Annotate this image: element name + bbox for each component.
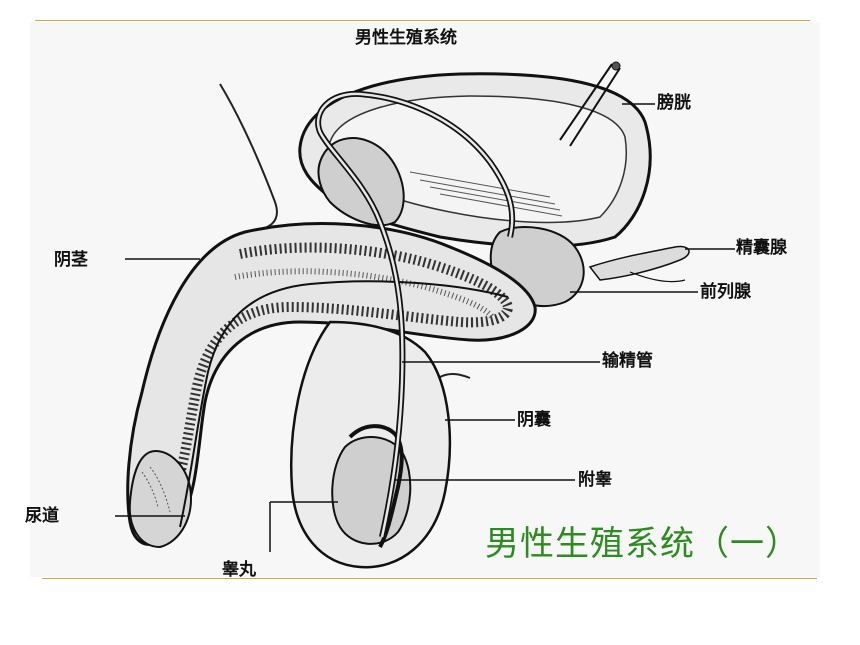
- label-seminal-vesicle: 精囊腺: [736, 238, 787, 258]
- label-testis: 睾丸: [222, 560, 256, 580]
- label-penis: 阴茎: [54, 250, 88, 270]
- ureter-tube: [559, 63, 621, 147]
- slide-title: 男性生殖系统（一）: [485, 524, 800, 564]
- glans-shape: [128, 450, 192, 549]
- label-scrotum: 阴囊: [517, 410, 551, 430]
- label-epididymis: 附睾: [578, 470, 612, 490]
- corpus-spongiosum: [234, 268, 495, 319]
- seminal-vesicle-shape: [588, 245, 690, 281]
- glans-texture: [141, 466, 171, 513]
- diagram-title: 男性生殖系统: [355, 28, 457, 48]
- tube-tip: [611, 61, 621, 71]
- urethra-path: [179, 280, 509, 528]
- penis-outer: [126, 222, 537, 546]
- leader-lines: [115, 103, 735, 552]
- epididymis-shape: [348, 424, 404, 548]
- vas-deferens-inner: [317, 92, 514, 538]
- label-vas-deferens: 输精管: [602, 351, 653, 371]
- label-prostate: 前列腺: [700, 282, 751, 302]
- top-divider: [35, 20, 810, 21]
- anatomy-diagram: [30, 22, 820, 577]
- label-urethra: 尿道: [25, 506, 59, 526]
- bottom-divider: [42, 578, 817, 579]
- label-bladder: 膀胱: [657, 93, 691, 113]
- bladder-hatching: [409, 171, 563, 217]
- seminal-vesicle-tail: [629, 271, 686, 283]
